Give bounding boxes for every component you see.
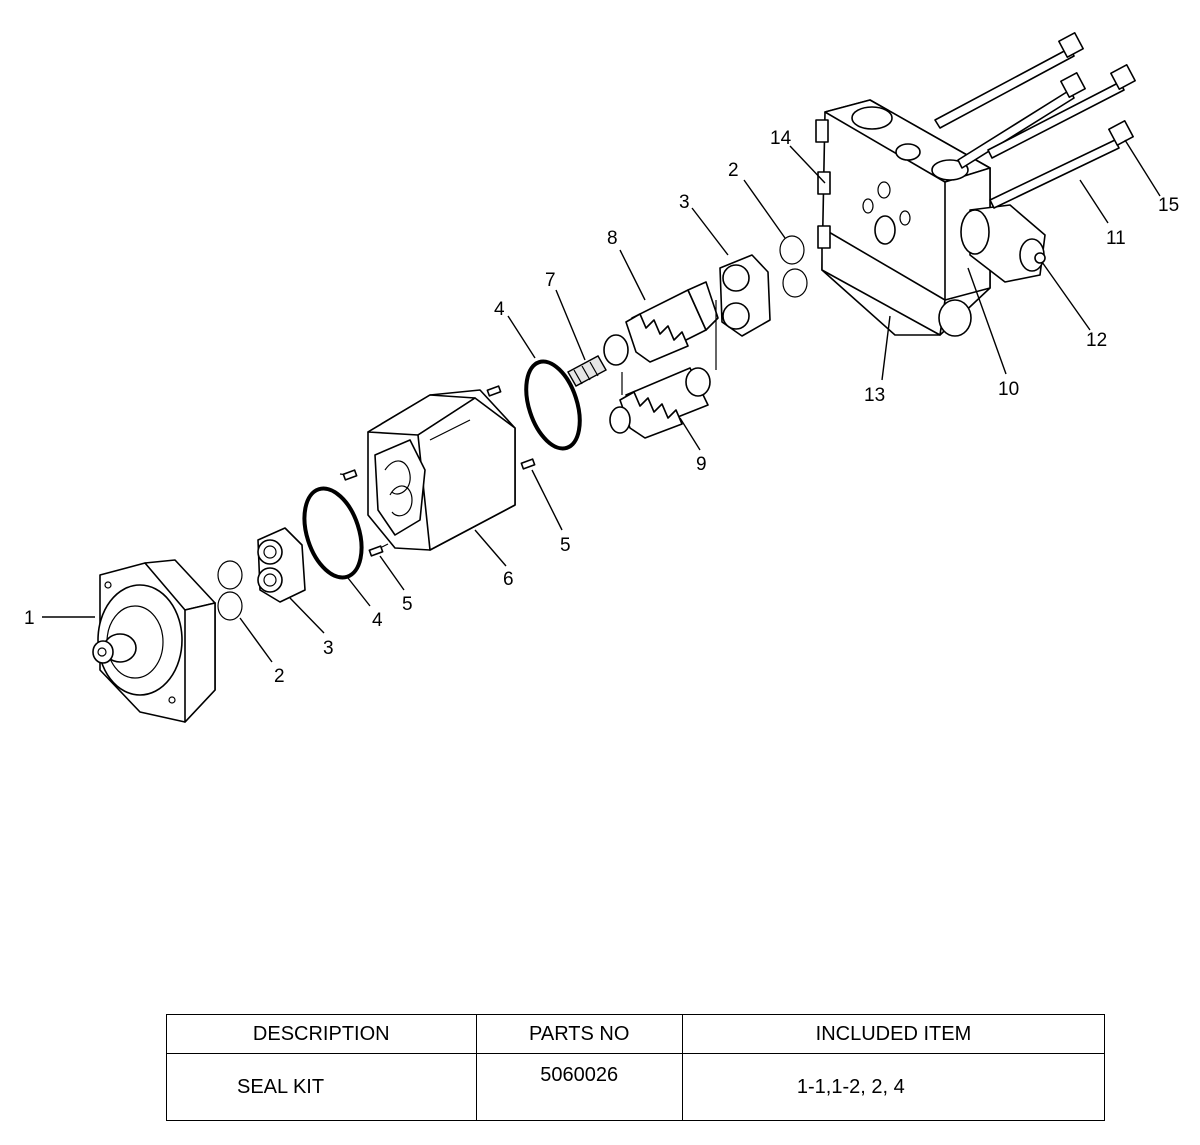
table-header-row: DESCRIPTION PARTS NO INCLUDED ITEM: [166, 1014, 1106, 1054]
part-2-clip-rings-right: [779, 235, 808, 298]
part-8-drive-gear: [603, 281, 719, 366]
table-header-parts-no: PARTS NO: [475, 1014, 683, 1054]
callout-4-left: 4: [372, 610, 383, 631]
callout-8: 8: [607, 228, 618, 249]
part-10-12-solenoid: [960, 204, 1046, 283]
callout-2-left: 2: [274, 666, 285, 687]
callout-7: 7: [545, 270, 556, 291]
table-row: SEAL KIT 5060026 1-1,1-2, 2, 4: [166, 1053, 1106, 1121]
part-6-gear-housing: [339, 389, 516, 552]
part-1-front-cover: [92, 559, 216, 723]
part-5-dowel-pins: [342, 385, 536, 557]
part-3-bearing-block-left: [257, 527, 306, 603]
table-cell-description: SEAL KIT: [166, 1053, 477, 1121]
part-9-driven-gear: [609, 367, 711, 439]
part-11-15-tie-bolts: [934, 32, 1136, 209]
seal-kit-table: DESCRIPTION PARTS NO INCLUDED ITEM SEAL …: [166, 1014, 1106, 1121]
part-13-valve-block: [815, 99, 991, 337]
table-cell-included-item: 1-1,1-2, 2, 4: [681, 1053, 1106, 1121]
callout-2-right: 2: [728, 160, 739, 181]
callout-11: 11: [1106, 228, 1126, 249]
part-4-o-ring-right: [524, 359, 582, 451]
callout-10: 10: [998, 379, 1019, 400]
callout-1: 1: [24, 608, 35, 629]
callout-4-right: 4: [494, 299, 505, 320]
callout-3-right: 3: [679, 192, 690, 213]
leader-lines: [42, 139, 1161, 663]
callout-14: 14: [770, 128, 792, 149]
callout-6: 6: [503, 569, 514, 590]
callout-5-right: 5: [560, 535, 571, 556]
table-header-description: DESCRIPTION: [166, 1014, 477, 1054]
exploded-pump-diagram: 1 2 3 4 5 6 5 4 7 8 9 3 2 14 13 10 12 11…: [24, 32, 1179, 723]
part-4-o-ring-left: [302, 486, 364, 580]
table-header-included-item: INCLUDED ITEM: [681, 1014, 1106, 1054]
callout-12: 12: [1086, 330, 1107, 351]
callout-9: 9: [696, 454, 707, 475]
callout-3-left: 3: [323, 638, 334, 659]
part-7-drive-shaft: [567, 355, 607, 387]
part-3-bearing-block-right: [719, 254, 771, 337]
part-2-clip-rings-left: [217, 560, 243, 621]
callout-15: 15: [1158, 195, 1179, 216]
callout-5-left: 5: [402, 594, 413, 615]
callout-13: 13: [864, 385, 885, 406]
table-cell-parts-no: 5060026: [475, 1053, 683, 1121]
